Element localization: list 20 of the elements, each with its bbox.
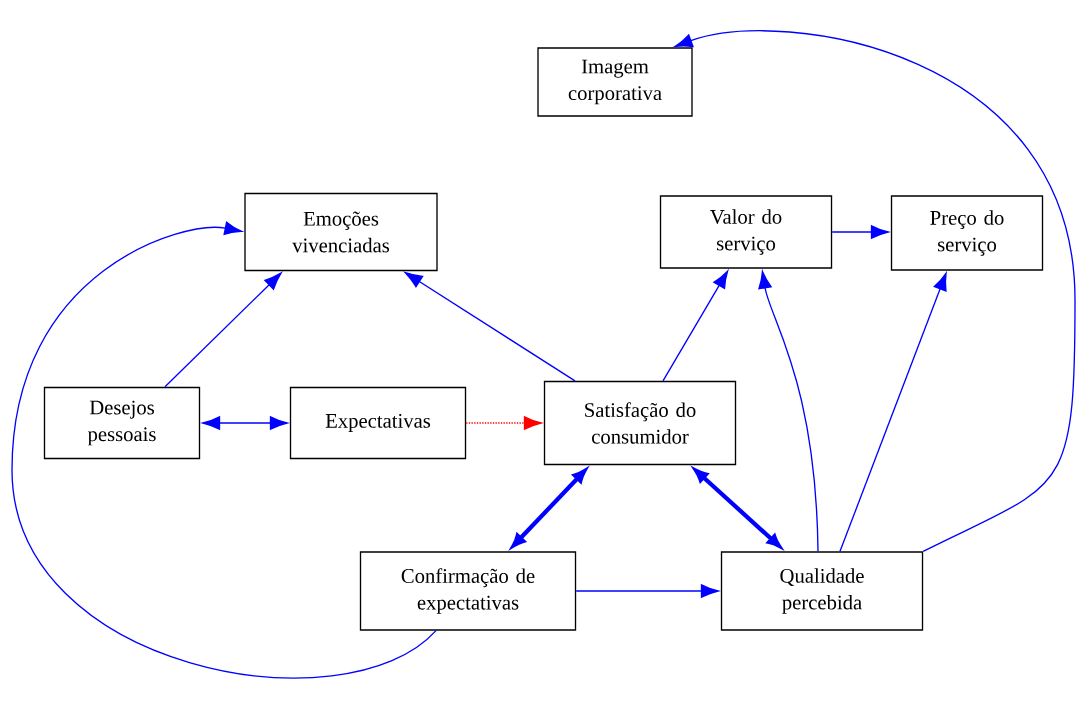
concept-box: Imagem corporativa <box>537 47 693 117</box>
arrow <box>674 30 1076 552</box>
concept-box: Emoções vivenciadas <box>244 192 438 272</box>
arrow <box>575 584 719 598</box>
concept-box: Preço do serviço <box>890 195 1044 271</box>
concept-box: Confirmação de expectativas <box>359 551 577 631</box>
concept-box: Satisfação do consumidor <box>543 380 737 466</box>
arrow <box>465 416 542 430</box>
concept-box: Desejos pessoais <box>43 386 201 460</box>
arrow <box>662 270 729 382</box>
arrow <box>202 416 288 430</box>
arrow <box>831 225 889 239</box>
arrow <box>404 272 576 382</box>
concept-box: Expectativas <box>289 386 467 460</box>
concept-box: Qualidade percebida <box>720 551 924 631</box>
arrow <box>758 270 819 552</box>
arrow <box>11 221 437 679</box>
arrow <box>164 272 282 388</box>
concept-box: Valor do serviço <box>659 195 833 269</box>
arrow <box>839 272 947 552</box>
